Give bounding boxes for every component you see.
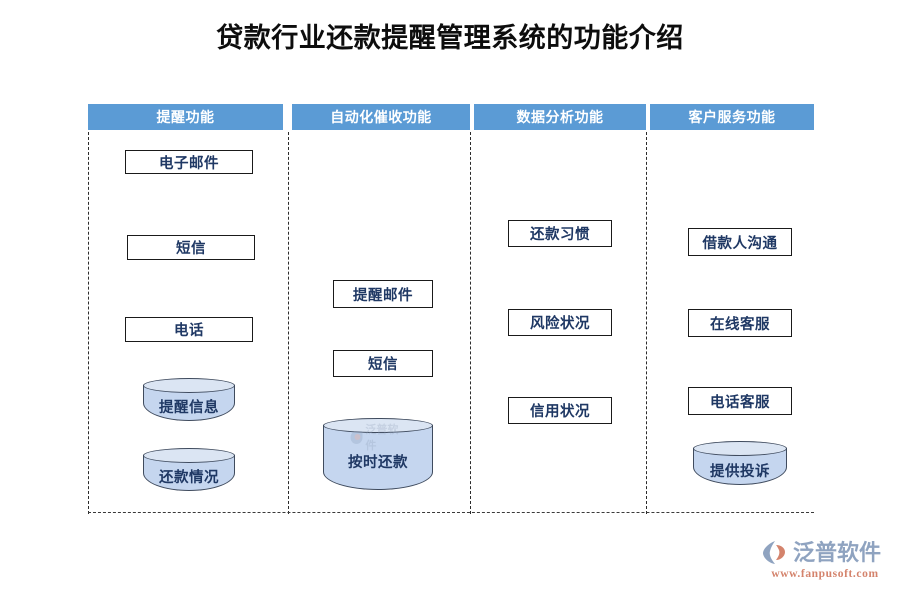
brand-logo: 泛普软件 www.fanpusoft.com [762,540,888,586]
node-sms-collection[interactable]: 短信 [333,350,433,377]
brand-url: www.fanpusoft.com [771,568,879,580]
column-divider-2 [470,132,471,514]
column-header-data-analysis: 数据分析功能 [474,104,646,130]
node-reminder-records[interactable]: 提醒信息 [143,378,235,421]
node-reminder-email[interactable]: 提醒邮件 [333,280,433,308]
node-complaint-channel[interactable]: 提供投诉 [693,441,787,485]
cylinder-top [143,448,235,463]
node-risk-status[interactable]: 风险状况 [508,309,612,336]
fanpu-logo-icon [762,540,789,565]
column-divider-3 [646,132,647,514]
page-title: 贷款行业还款提醒管理系统的功能介绍 [216,23,684,53]
node-on-time-repayment[interactable]: 泛普软件 按时还款 [323,418,433,490]
cylinder-top [693,441,787,456]
node-repayment-habits[interactable]: 还款习惯 [508,220,612,247]
node-online-service[interactable]: 在线客服 [688,309,792,337]
node-email[interactable]: 电子邮件 [125,150,253,174]
node-credit-status[interactable]: 信用状况 [508,397,612,424]
functions-diagram: 提醒功能 自动化催收功能 数据分析功能 客户服务功能 电子邮件 短信 电话 提醒… [88,104,814,514]
column-header-customer-service: 客户服务功能 [650,104,814,130]
node-phone-service[interactable]: 电话客服 [688,387,792,415]
cylinder-top [323,418,433,433]
column-header-automated-collection: 自动化催收功能 [292,104,470,130]
node-sms-reminder[interactable]: 短信 [127,235,255,260]
column-divider-1 [288,132,289,514]
cylinder-top [143,378,235,393]
column-divider-left [88,132,89,514]
node-borrower-communication[interactable]: 借款人沟通 [688,228,792,256]
column-header-reminder: 提醒功能 [88,104,283,130]
node-repayment-status[interactable]: 还款情况 [143,448,235,491]
cylinder-body [323,425,433,490]
node-phone[interactable]: 电话 [125,317,253,342]
diagram-bottom-border [88,512,814,513]
brand-name: 泛普软件 [793,539,882,565]
